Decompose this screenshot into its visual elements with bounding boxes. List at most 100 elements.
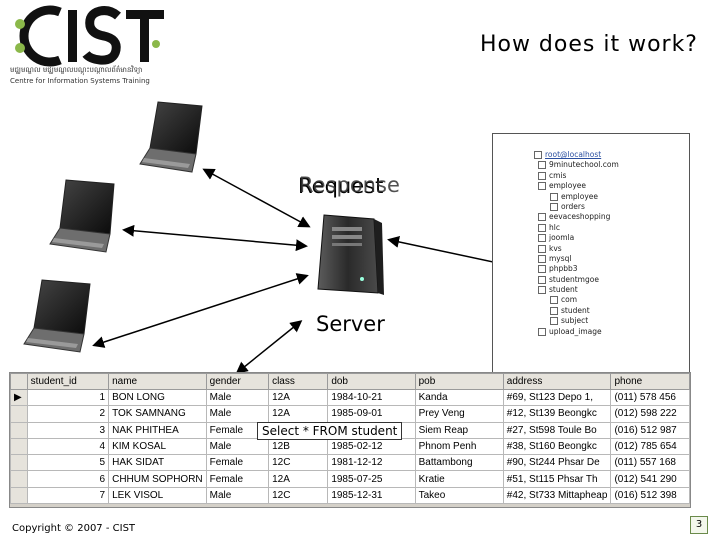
database-icon [538, 223, 546, 232]
column-header[interactable]: address [502, 373, 612, 390]
table-cell[interactable]: 6 [26, 470, 110, 488]
table-cell[interactable]: 1981-12-12 [327, 454, 416, 472]
tree-node[interactable]: joomla [534, 233, 619, 243]
table-cell[interactable]: HAK SIDAT [108, 454, 207, 472]
row-selector[interactable] [10, 454, 28, 472]
tree-node[interactable]: eevaceshopping [534, 212, 619, 222]
table-cell[interactable]: 1985-07-25 [327, 470, 416, 488]
table-cell[interactable]: Prey Veng [414, 405, 504, 423]
column-header[interactable]: name [108, 373, 207, 390]
table-cell[interactable]: 1985-02-12 [327, 437, 416, 456]
column-header[interactable]: dob [327, 373, 416, 390]
table-cell[interactable]: 12B [268, 437, 329, 456]
row-selector[interactable] [10, 486, 28, 505]
row-selector[interactable] [10, 421, 28, 439]
column-header[interactable]: pob [414, 373, 504, 390]
table-cell[interactable]: LEK VISOL [108, 486, 207, 505]
tree-node[interactable]: orders [534, 202, 619, 212]
table-cell[interactable]: (011) 578 456 [610, 388, 690, 407]
table-cell[interactable]: 4 [26, 437, 110, 456]
table-cell[interactable]: 12A [268, 388, 329, 407]
table-cell[interactable]: Battambong [414, 454, 504, 472]
table-cell[interactable]: 1984-10-21 [327, 388, 416, 407]
table-cell[interactable]: 12A [268, 470, 329, 488]
table-cell[interactable]: Male [205, 405, 270, 423]
table-cell[interactable]: (011) 557 168 [610, 454, 690, 472]
table-cell[interactable]: Male [205, 388, 270, 407]
table-cell[interactable]: NAK PHITHEA [108, 421, 207, 439]
table-cell[interactable]: TOK SAMNANG [108, 405, 207, 423]
tree-node-label: kvs [549, 243, 562, 253]
table-cell[interactable]: 5 [26, 454, 110, 472]
row-selector[interactable] [10, 405, 28, 423]
tree-node[interactable]: 9minutechool.com [534, 160, 619, 170]
tree-node[interactable]: phpbb3 [534, 264, 619, 274]
table-cell[interactable]: (016) 512 398 [610, 486, 690, 505]
tree-node[interactable]: kvs [534, 244, 619, 254]
table-cell[interactable]: #38, St160 Beongkc [502, 437, 612, 456]
table-cell[interactable]: KIM KOSAL [108, 437, 207, 456]
tree-node[interactable]: mysql [534, 254, 619, 264]
database-icon [538, 161, 546, 170]
arrow-laptop1-server [202, 168, 311, 228]
table-cell[interactable]: #42, St733 Mittapheap [502, 486, 612, 505]
tree-node[interactable]: student [534, 306, 619, 316]
table-cell[interactable]: (012) 785 654 [610, 437, 690, 456]
table-cell[interactable]: 12A [268, 405, 329, 423]
table-cell[interactable]: 1985-09-01 [327, 405, 416, 423]
table-cell[interactable]: 2 [26, 405, 110, 423]
table-cell[interactable]: Female [205, 470, 270, 488]
table-cell[interactable]: Kratie [414, 470, 504, 488]
table-cell[interactable]: (012) 541 290 [610, 470, 690, 488]
tree-node[interactable]: com [534, 295, 619, 305]
table-cell[interactable]: 3 [26, 421, 110, 439]
table-cell[interactable]: (016) 512 987 [610, 421, 690, 439]
table-cell[interactable]: Male [205, 486, 270, 505]
sql-query-box: Select * FROM student [257, 422, 403, 440]
column-header[interactable]: student_id [26, 373, 110, 390]
table-cell[interactable]: 12C [268, 486, 329, 505]
table-cell[interactable]: BON LONG [108, 388, 207, 407]
logo-khmer-text: មជ្ឈមណ្ឌល មជ្ឈមណ្ឌលបណ្តុះបណ្តាលព័ត៌មានវិ… [10, 66, 143, 74]
table-cell[interactable]: Siem Reap [414, 421, 504, 439]
table-cell[interactable]: #12, St139 Beongkc [502, 405, 612, 423]
table-cell[interactable]: Male [205, 437, 270, 456]
row-selector[interactable] [10, 437, 28, 456]
table-cell[interactable]: Female [205, 454, 270, 472]
table-cell[interactable]: (012) 598 222 [610, 405, 690, 423]
tree-node[interactable]: cmis [534, 171, 619, 181]
column-header[interactable]: class [268, 373, 329, 390]
table-cell[interactable]: #69, St123 Depo 1, [502, 388, 612, 407]
table-cell[interactable]: 7 [26, 486, 110, 505]
table-cell[interactable]: 12C [268, 454, 329, 472]
column-header[interactable] [10, 373, 28, 390]
table-cell[interactable]: 1985-12-31 [327, 486, 416, 505]
tree-node[interactable]: studentmgoe [534, 275, 619, 285]
tree-node[interactable]: employee [534, 181, 619, 191]
table-cell[interactable]: Takeo [414, 486, 504, 505]
tree-node[interactable]: subject [534, 316, 619, 326]
tree-root[interactable]: root@localhost [534, 150, 619, 160]
row-selector[interactable]: ▶ [10, 388, 28, 407]
table-cell[interactable]: CHHUM SOPHORN [108, 470, 207, 488]
table-cell[interactable]: Kanda [414, 388, 504, 407]
tree-node[interactable]: student [534, 285, 619, 295]
tree-node[interactable]: hlc [534, 223, 619, 233]
table-cell[interactable]: 1 [26, 388, 110, 407]
table-cell[interactable]: #27, St598 Toule Bo [502, 421, 612, 439]
table-cell[interactable]: #90, St244 Phsar De [502, 454, 612, 472]
row-selector[interactable] [10, 470, 28, 488]
table-cell[interactable]: Phnom Penh [414, 437, 504, 456]
tree-node[interactable]: employee [534, 192, 619, 202]
table-cell[interactable]: #51, St115 Phsar Th [502, 470, 612, 488]
column-header[interactable]: gender [205, 373, 270, 390]
column-header[interactable]: phone [610, 373, 690, 390]
tree-node[interactable]: upload_image [534, 327, 619, 337]
